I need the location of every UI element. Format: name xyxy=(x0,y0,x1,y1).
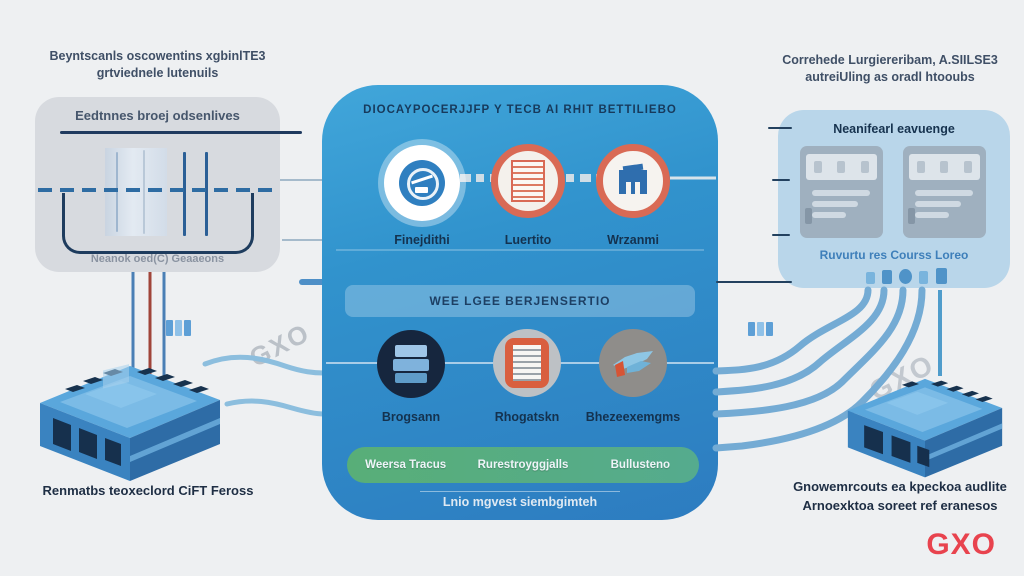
green-bar-item: Bullusteno xyxy=(610,459,671,471)
process-label: Bhezeexemgms xyxy=(585,410,681,424)
slab-line xyxy=(116,152,118,232)
gxo-logo: GXO xyxy=(926,528,996,561)
card-tab xyxy=(908,208,915,224)
port-chip xyxy=(882,270,892,284)
slab-line-dark xyxy=(205,152,208,236)
stage-label: Luertito xyxy=(504,233,552,247)
process-hand-circle xyxy=(599,329,667,397)
stage-label: Finejdithi xyxy=(394,233,450,247)
record-card xyxy=(800,146,883,238)
connector-block-icon xyxy=(748,322,773,336)
report-icon xyxy=(505,338,549,388)
left-panel-title: Eedtnnes broej odsenlives xyxy=(75,108,240,123)
right-device-illustration xyxy=(847,378,1003,478)
top-right-caption-line1: Correhede Lurgiereribam, A.SIILSE3 xyxy=(782,53,998,67)
tick-mark xyxy=(716,281,792,283)
gauge-icon xyxy=(399,160,445,206)
tick-mark xyxy=(768,127,792,129)
card-header-icons xyxy=(909,154,980,180)
left-panel-caption: Neanok oed(C) Geaaeons xyxy=(90,253,225,265)
top-left-caption-line1: Beyntscanls oscowentins xgbinlTE3 xyxy=(49,49,266,63)
tick-mark xyxy=(772,234,790,236)
stage-document-circle xyxy=(491,144,565,218)
top-right-caption-line2: autreiUling as oradl htooubs xyxy=(805,69,975,84)
stage-building-circle xyxy=(596,144,670,218)
center-bottom-caption: Lnio mgvest siembgimteh xyxy=(442,495,598,509)
dashed-signal-line xyxy=(38,188,278,192)
port-chip xyxy=(866,272,875,284)
top-right-caption: Correhede Lurgiereribam, A.SIILSE3 autre… xyxy=(765,52,1015,86)
right-panel-caption: Ruvurtu res Courss Loreo xyxy=(819,248,969,262)
card-header-icons xyxy=(806,154,877,180)
slab-line xyxy=(143,150,145,234)
card-tab xyxy=(805,208,812,224)
record-card xyxy=(903,146,986,238)
right-panel-title: Neanifearl eavuenge xyxy=(833,122,955,136)
port-chip xyxy=(899,269,912,284)
building-icon xyxy=(619,163,647,194)
process-report-circle xyxy=(493,329,561,397)
green-status-bar: Weersa Tracus Rurestroyggjalls Bullusten… xyxy=(347,447,699,483)
connector-block-icon xyxy=(166,320,191,336)
slab-line-dark xyxy=(183,152,186,236)
left-panel-underline xyxy=(60,131,302,134)
left-device-caption: Renmatbs teoxeclord CiFT Feross xyxy=(42,483,254,498)
right-device-caption: Gnowemrcouts ea kpeckoa audlite Arnoexkt… xyxy=(780,478,1020,516)
process-label: Brogsann xyxy=(381,410,441,424)
server-icon xyxy=(392,343,430,385)
mid-band-label: WEE LGEE BERJENSERTIO xyxy=(429,294,611,308)
center-panel-title: DIOCAYPOCERJJFP Y TECB AI RHIT BETTILIEB… xyxy=(363,104,677,116)
port-chip xyxy=(919,271,928,284)
hand-icon xyxy=(613,351,653,377)
barcode-slab xyxy=(105,148,167,236)
top-left-caption: Beyntscanls oscowentins xgbinlTE3 grtvie… xyxy=(30,48,285,82)
bracket-outline xyxy=(62,193,254,254)
green-bar-item: Weersa Tracus xyxy=(365,459,447,471)
stage-label: Wrzanmi xyxy=(607,233,659,247)
right-device-caption-line2: Arnoexktoa soreet ref eranesos xyxy=(802,497,998,513)
divider-line xyxy=(420,491,620,492)
process-label: Rhogatskn xyxy=(494,410,560,424)
mid-band: WEE LGEE BERJENSERTIO xyxy=(345,285,695,317)
port-chip xyxy=(936,268,947,284)
green-bar-item: Rurestroyggjalls xyxy=(477,459,569,471)
stage-gauge-circle xyxy=(384,145,460,221)
document-icon xyxy=(511,160,545,202)
left-device-illustration xyxy=(40,364,220,481)
right-device-caption-line1: Gnowemrcouts ea kpeckoa audlite xyxy=(793,479,1007,494)
top-left-caption-line2: grtviednele lutenuils xyxy=(96,65,219,80)
process-server-circle xyxy=(377,330,445,398)
tick-mark xyxy=(772,179,790,181)
